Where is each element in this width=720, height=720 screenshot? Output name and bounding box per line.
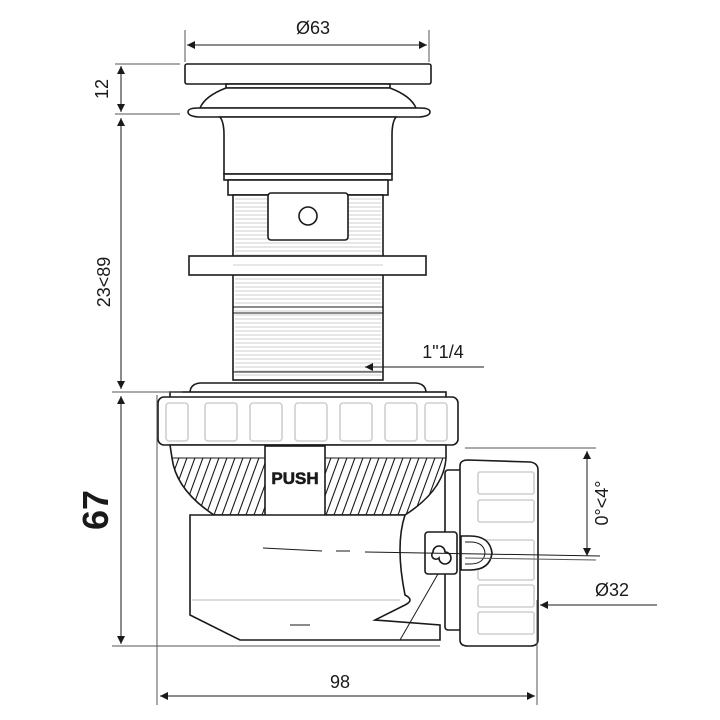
centerline	[262, 547, 601, 557]
upper-body	[218, 116, 398, 196]
dim-angle-range: 0°<4°	[464, 447, 612, 561]
dim-top-diameter: Ø63	[184, 18, 430, 62]
dim-thread-size: 1"1/4	[365, 342, 484, 371]
dim-outlet-diameter: Ø32	[540, 580, 657, 609]
dim-thread-size-label: 1"1/4	[422, 342, 463, 362]
dim-cap-height: 12	[92, 63, 180, 115]
dim-thread-range: 23<89	[94, 118, 182, 393]
dim-thread-range-label: 23<89	[94, 257, 114, 308]
ring-nut	[157, 382, 459, 446]
dim-body-height-label: 67	[75, 490, 116, 530]
flange-washer	[188, 255, 427, 276]
dim-body-height: 67	[75, 396, 440, 647]
push-button: PUSH	[264, 445, 326, 517]
dim-total-width-label: 98	[330, 672, 350, 692]
cap	[184, 63, 432, 118]
dim-cap-height-label: 12	[92, 79, 112, 99]
push-label: PUSH	[271, 469, 318, 488]
dim-total-width: 98	[156, 395, 538, 705]
dim-angle-range-label: 0°<4°	[592, 481, 612, 526]
lock-tab	[267, 192, 349, 241]
dim-top-diameter-label: Ø63	[296, 18, 330, 38]
dim-outlet-diameter-label: Ø32	[595, 580, 629, 600]
lower-body	[189, 514, 441, 641]
